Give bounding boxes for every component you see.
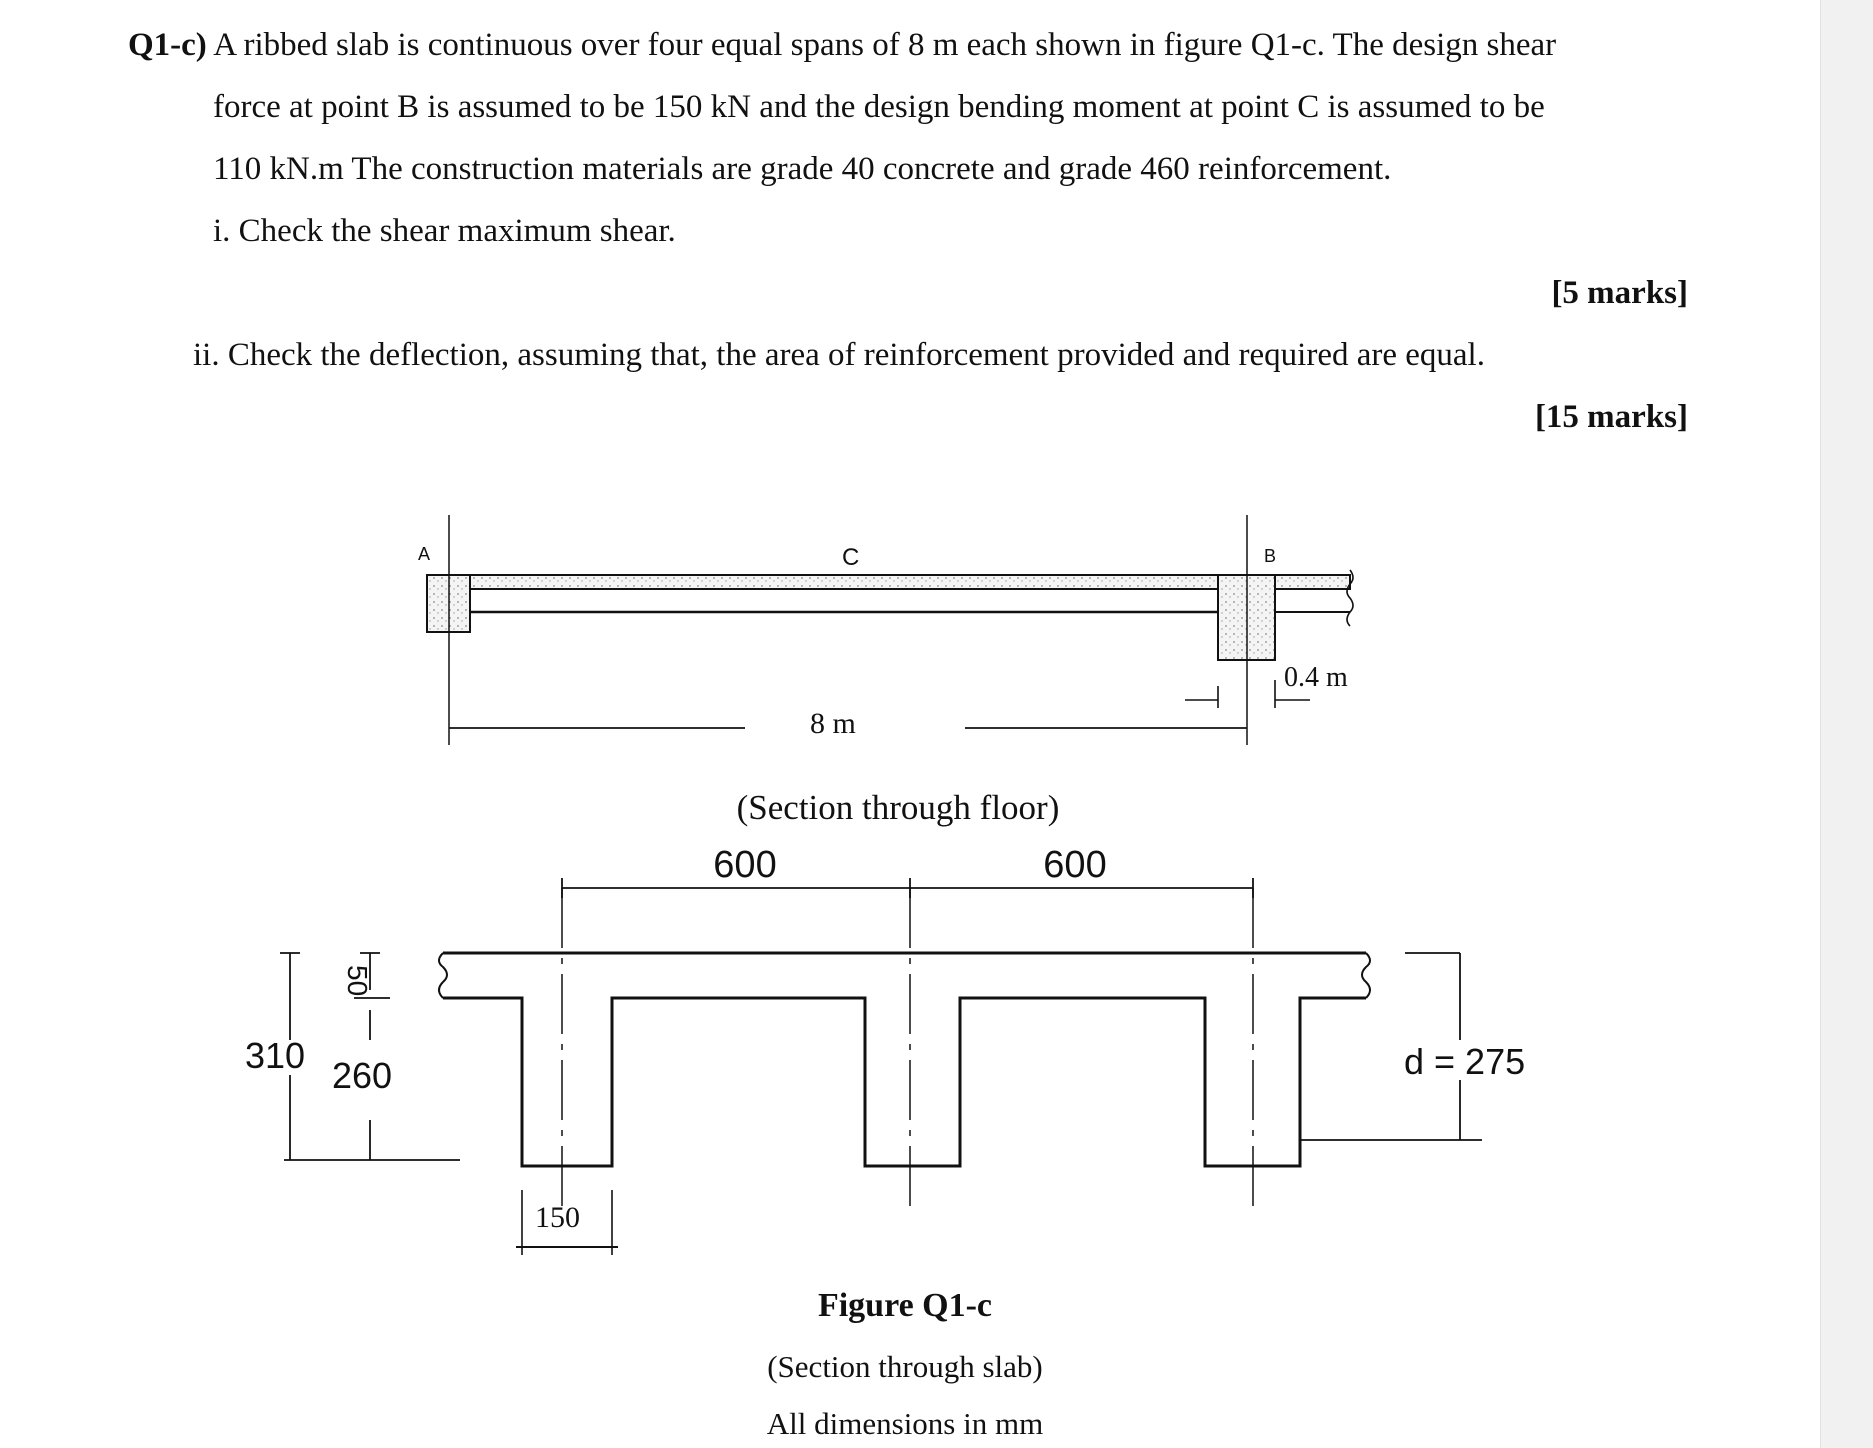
question-line-1: Q1-c) A ribbed slab is continuous over f… (128, 14, 1688, 76)
question-label: Q1-c) (128, 27, 207, 63)
figure-note: All dimensions in mm (766, 1406, 1044, 1441)
label-flange-thickness: 50 (342, 965, 373, 996)
label-rib-spacing-left: 600 (713, 844, 776, 886)
question-text: Q1-c) A ribbed slab is continuous over f… (128, 14, 1688, 448)
rib-profile (443, 996, 1366, 1168)
part-i-text: i. Check the shear maximum shear. (213, 213, 676, 249)
question-line-3: 110 kN.m The construction materials are … (213, 151, 1392, 187)
label-rib-depth: 260 (332, 1055, 392, 1096)
figure-subtitle: (Section through slab) (767, 1349, 1043, 1384)
label-point-b: B (1264, 546, 1276, 566)
question-line-1-text: A ribbed slab is continuous over four eq… (213, 27, 1557, 63)
label-span-8m: 8 m (810, 707, 856, 740)
caption-section-through-floor: (Section through floor) (737, 788, 1060, 827)
scrollbar-track[interactable] (1820, 0, 1873, 1448)
label-point-a: A (418, 544, 430, 564)
floor-slab-strip (426, 574, 1351, 590)
label-overall-depth: 310 (245, 1035, 305, 1076)
figure-title: Figure Q1-c (817, 1287, 993, 1324)
floor-section (426, 515, 1354, 745)
marks-part-ii: [15 marks] (1534, 399, 1688, 435)
label-effective-depth: d = 275 (1404, 1041, 1525, 1082)
part-ii-text: ii. Check the deflection, assuming that,… (193, 337, 1485, 373)
slab-section (280, 878, 1482, 1255)
label-rib-width: 150 (535, 1201, 580, 1234)
label-support-0-4m: 0.4 m (1284, 662, 1348, 693)
marks-part-i: [5 marks] (1551, 275, 1688, 311)
label-rib-spacing-right: 600 (1043, 844, 1106, 886)
label-point-c: C (842, 544, 859, 571)
question-line-2: force at point B is assumed to be 150 kN… (213, 89, 1545, 125)
